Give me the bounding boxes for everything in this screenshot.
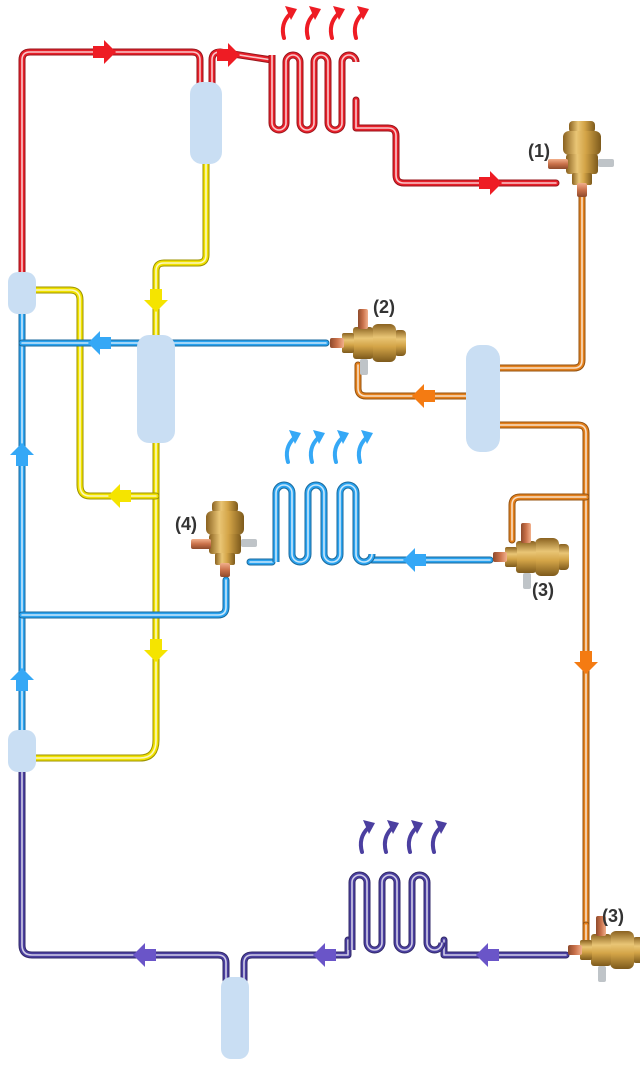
low-temp-line-to-coil (240, 936, 352, 984)
bottom-receiver-vessel (221, 977, 249, 1059)
heat-rejection-waves (280, 6, 369, 40)
heat-flow-arrow-icon (308, 430, 325, 464)
valve-label-2: (2) (373, 297, 395, 317)
evaporator-coil-low (348, 871, 446, 954)
flow-arrow-icon (88, 331, 111, 355)
flow-arrow-icon (10, 668, 34, 691)
liquid-supply-main (26, 160, 210, 762)
flow-arrow-icon (217, 43, 240, 67)
suction-line-valve-4 (18, 576, 230, 619)
low-temp-line-left (18, 768, 230, 984)
manifold-connector-bottom (8, 730, 36, 772)
expansion-valve-3a (493, 523, 569, 589)
pipework (18, 48, 590, 984)
valve-label-4: (4) (175, 514, 197, 534)
flow-arrow-icon (144, 289, 168, 312)
low-temp-line-from-valve-3b (440, 936, 570, 959)
liquid-line-main-down (496, 421, 590, 929)
vessels (8, 82, 500, 1059)
heat-absorption-waves-low (358, 820, 447, 854)
liquid-supply-branch (26, 286, 160, 500)
flow-arrow-icon (403, 548, 426, 572)
heat-flow-arrow-icon (358, 820, 375, 854)
valve-label-1: (1) (528, 141, 550, 161)
heat-flow-arrow-icon (382, 820, 399, 854)
flow-arrow-icon (93, 40, 116, 64)
flow-arrow-icon (133, 943, 156, 967)
heat-flow-arrows (280, 6, 447, 854)
flow-arrow-icon (412, 384, 435, 408)
expansion-valve-4 (191, 501, 257, 577)
liquid-line-to-valve-3a (508, 493, 590, 544)
hot-gas-line-left (18, 48, 204, 294)
heat-flow-arrow-icon (406, 820, 423, 854)
heat-flow-arrow-icon (328, 6, 345, 40)
valve-label-3a: (3) (532, 580, 554, 600)
heat-flow-arrow-icon (356, 430, 373, 464)
flow-arrow-icon (476, 943, 499, 967)
flow-arrows (10, 40, 598, 967)
flow-arrow-icon (574, 651, 598, 674)
hot-gas-line-to-valve-1 (352, 96, 560, 187)
expansion-valve-2 (330, 309, 406, 375)
heat-flow-arrow-icon (284, 430, 301, 464)
central-receiver-vessel (137, 335, 175, 443)
flow-arrow-icon (144, 639, 168, 662)
evaporator-coil-medium (272, 481, 376, 566)
heat-flow-arrow-icon (430, 820, 447, 854)
liquid-line-valve-1 (496, 188, 586, 372)
condenser-coil (268, 51, 360, 134)
flow-arrow-icon (10, 443, 34, 466)
valve-label-3b: (3) (602, 906, 624, 926)
flow-arrow-icon (313, 943, 336, 967)
heat-exchanger-coils (268, 51, 446, 954)
heat-flow-arrow-icon (332, 430, 349, 464)
top-receiver-vessel (190, 82, 222, 164)
heat-flow-arrow-icon (352, 6, 369, 40)
flow-arrow-icon (108, 484, 131, 508)
heat-flow-arrow-icon (304, 6, 321, 40)
manifold-connector-top (8, 272, 36, 314)
heat-absorption-waves-medium (284, 430, 373, 464)
liquid-receiver-vessel (466, 345, 500, 452)
heat-flow-arrow-icon (280, 6, 297, 40)
liquid-line-to-valve-2 (354, 361, 470, 400)
flow-arrow-icon (479, 171, 502, 195)
